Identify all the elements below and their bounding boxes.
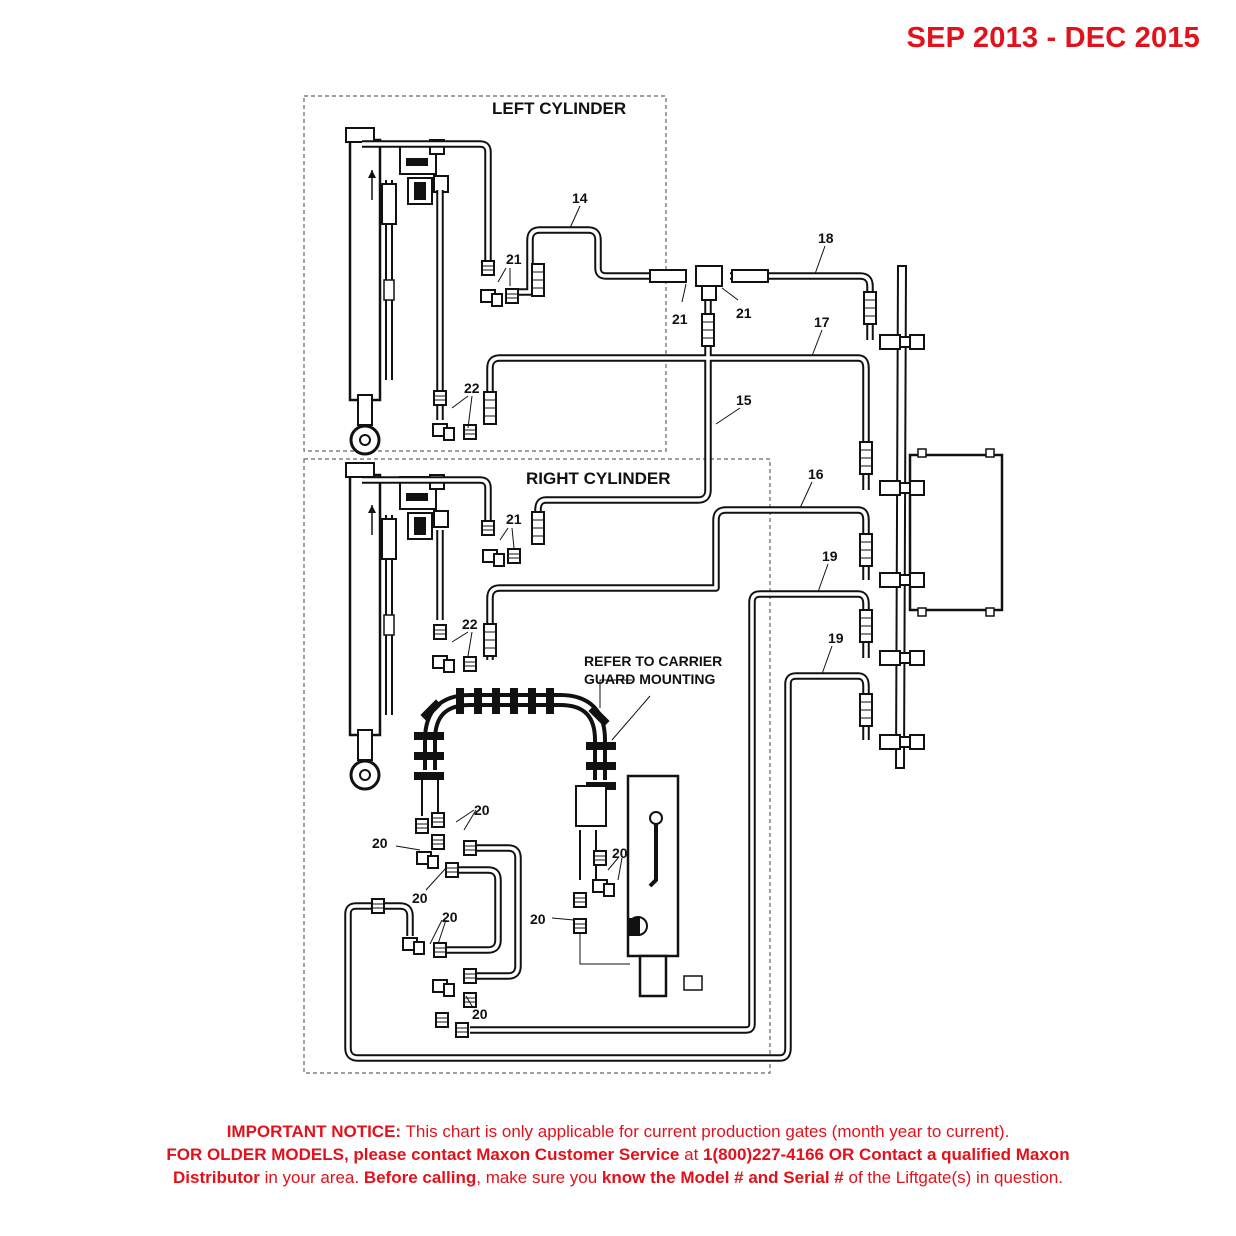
callout-18: 18 [818, 230, 834, 246]
valve-block [908, 453, 1004, 612]
callout-20: 20 [372, 835, 388, 851]
callout-17: 17 [814, 314, 830, 330]
callout-21: 21 [736, 305, 752, 321]
mounting-plate [894, 265, 908, 769]
callout-21: 21 [506, 511, 522, 527]
bulkhead-fitting [879, 480, 925, 496]
carrier-guard [414, 688, 616, 790]
callout-22: 22 [462, 616, 478, 632]
right-cylinder-group [303, 458, 771, 1074]
bulkhead-fitting [879, 650, 925, 666]
callout-14: 14 [572, 190, 588, 206]
left-cylinder [344, 126, 450, 456]
callout-20: 20 [474, 802, 490, 818]
callout-20: 20 [472, 1006, 488, 1022]
callout-20: 20 [530, 911, 546, 927]
callout-20: 20 [612, 845, 628, 861]
callout-21: 21 [672, 311, 688, 327]
pump-motor [626, 774, 680, 958]
bulkhead-fitting [879, 572, 925, 588]
right-cylinder-label: RIGHT CYLINDER [526, 469, 671, 488]
important-notice: IMPORTANT NOTICE: This chart is only app… [0, 1120, 1236, 1189]
callout-15: 15 [736, 392, 752, 408]
date-range: SEP 2013 - DEC 2015 [906, 22, 1200, 54]
bulkhead-fitting [879, 334, 925, 350]
callout-22: 22 [464, 380, 480, 396]
bulkhead-fitting [879, 734, 925, 750]
tee-fitting [695, 265, 723, 287]
carrier-note-line1: REFER TO CARRIER [584, 653, 722, 669]
callout-19: 19 [822, 548, 838, 564]
callout-16: 16 [808, 466, 824, 482]
notice-line-3: Distributor in your area. Before calling… [172, 1168, 1064, 1187]
hydraulic-schematic: LEFT CYLINDER RIGHT CYLINDER REFER TO CA… [303, 95, 1004, 1074]
left-cylinder-label: LEFT CYLINDER [492, 99, 626, 118]
notice-line-1: IMPORTANT NOTICE: This chart is only app… [226, 1122, 1010, 1141]
callout-21: 21 [506, 251, 522, 267]
carrier-note-line2: GUARD MOUNTING [584, 671, 716, 687]
callout-19: 19 [828, 630, 844, 646]
notice-line-2: FOR OLDER MODELS, please contact Maxon C… [166, 1145, 1070, 1164]
callout-20: 20 [412, 890, 428, 906]
callout-20: 20 [442, 909, 458, 925]
